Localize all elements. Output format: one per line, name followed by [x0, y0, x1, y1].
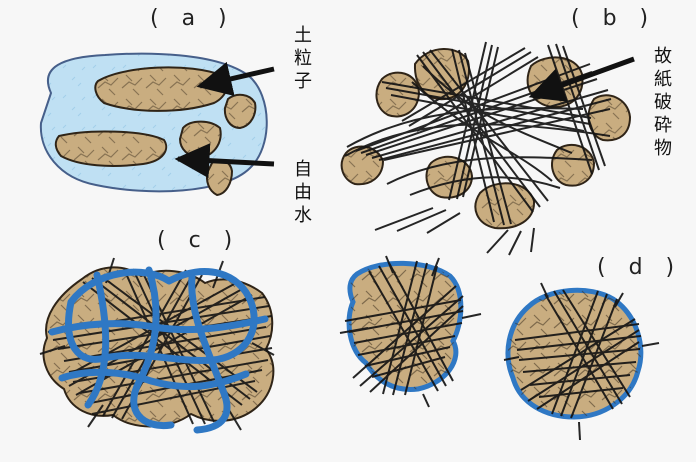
panel-a-illustration [41, 54, 274, 195]
panel-b-illustration [342, 42, 634, 255]
panel-d-left-aggregate [340, 256, 481, 407]
panel-c-illustration [40, 258, 274, 430]
panel-d-right-aggregate [504, 283, 659, 440]
